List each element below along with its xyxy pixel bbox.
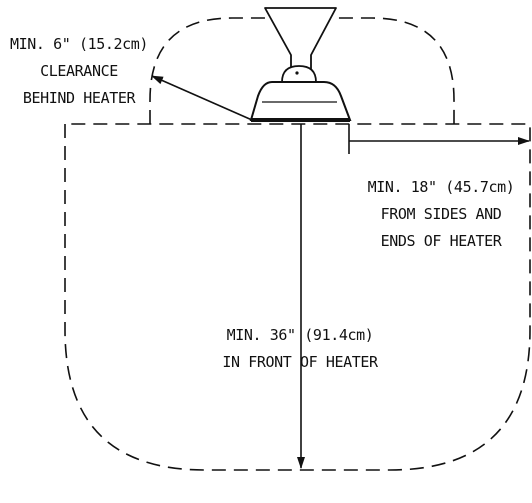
front-clearance-label-line1: MIN. 36" (91.4cm)	[227, 326, 374, 344]
heater-base	[251, 118, 350, 122]
rear-clearance-label-line3: BEHIND HEATER	[23, 89, 137, 107]
rear-clearance-label-line1: MIN. 6" (15.2cm)	[10, 35, 148, 53]
side-clearance-label-line1: MIN. 18" (45.7cm)	[368, 178, 515, 196]
rear-clearance-arrow	[151, 75, 253, 121]
heater-screw	[295, 71, 299, 75]
front-clearance-label-line2: IN FRONT OF HEATER	[222, 353, 379, 371]
side-clearance-label-line3: ENDS OF HEATER	[381, 232, 503, 250]
heater-dome	[281, 65, 317, 83]
heater-bracket	[264, 7, 337, 73]
heater-body	[249, 81, 352, 121]
side-clearance-label-line2: FROM SIDES AND	[381, 205, 502, 223]
rear-clearance-label-line2: CLEARANCE	[40, 62, 118, 80]
front-side-clearance-boundary	[64, 123, 531, 471]
